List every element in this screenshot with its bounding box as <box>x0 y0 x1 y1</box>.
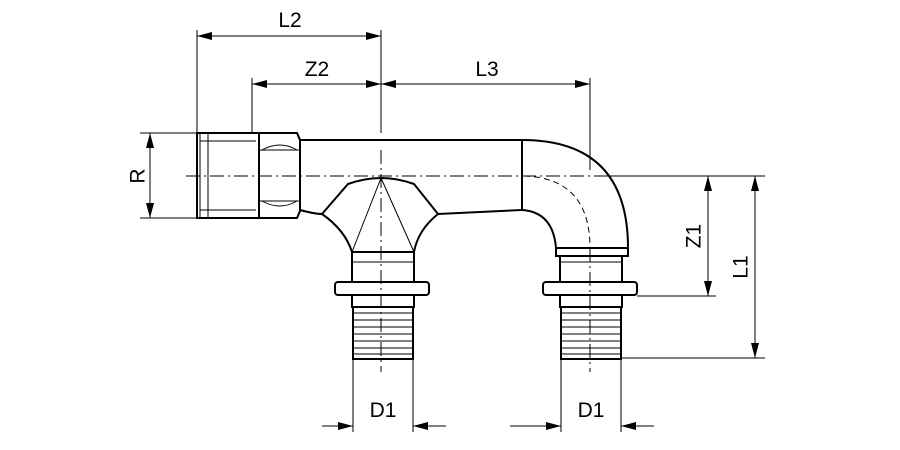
outlet-left <box>334 251 430 360</box>
centerlines <box>186 150 605 372</box>
label-z1: Z1 <box>683 224 706 249</box>
label-z2: Z2 <box>305 58 330 81</box>
outlet-right-collar <box>559 255 623 283</box>
outlet-left-collar <box>351 251 415 283</box>
elbow-inner <box>521 209 557 249</box>
tee-saddle <box>299 176 523 216</box>
label-l2: L2 <box>278 9 301 32</box>
outlet-left-barb <box>352 306 414 360</box>
dimension-labels: L2 Z2 L3 R Z1 L1 D1 D1 <box>127 9 753 422</box>
label-l3: L3 <box>475 58 498 81</box>
dim-d1-left-arrow <box>338 422 353 430</box>
label-d1-left: D1 <box>370 399 397 422</box>
dim-d1-right-arrow <box>546 422 561 430</box>
label-d1-right: D1 <box>578 399 605 422</box>
elbow-outer <box>521 139 629 249</box>
dimensions <box>140 30 765 432</box>
label-r: R <box>127 168 150 183</box>
outlet-left-flange <box>334 281 430 296</box>
fitting-body <box>196 132 629 253</box>
outlet-right-barb <box>560 306 622 360</box>
label-l1: L1 <box>730 255 753 278</box>
